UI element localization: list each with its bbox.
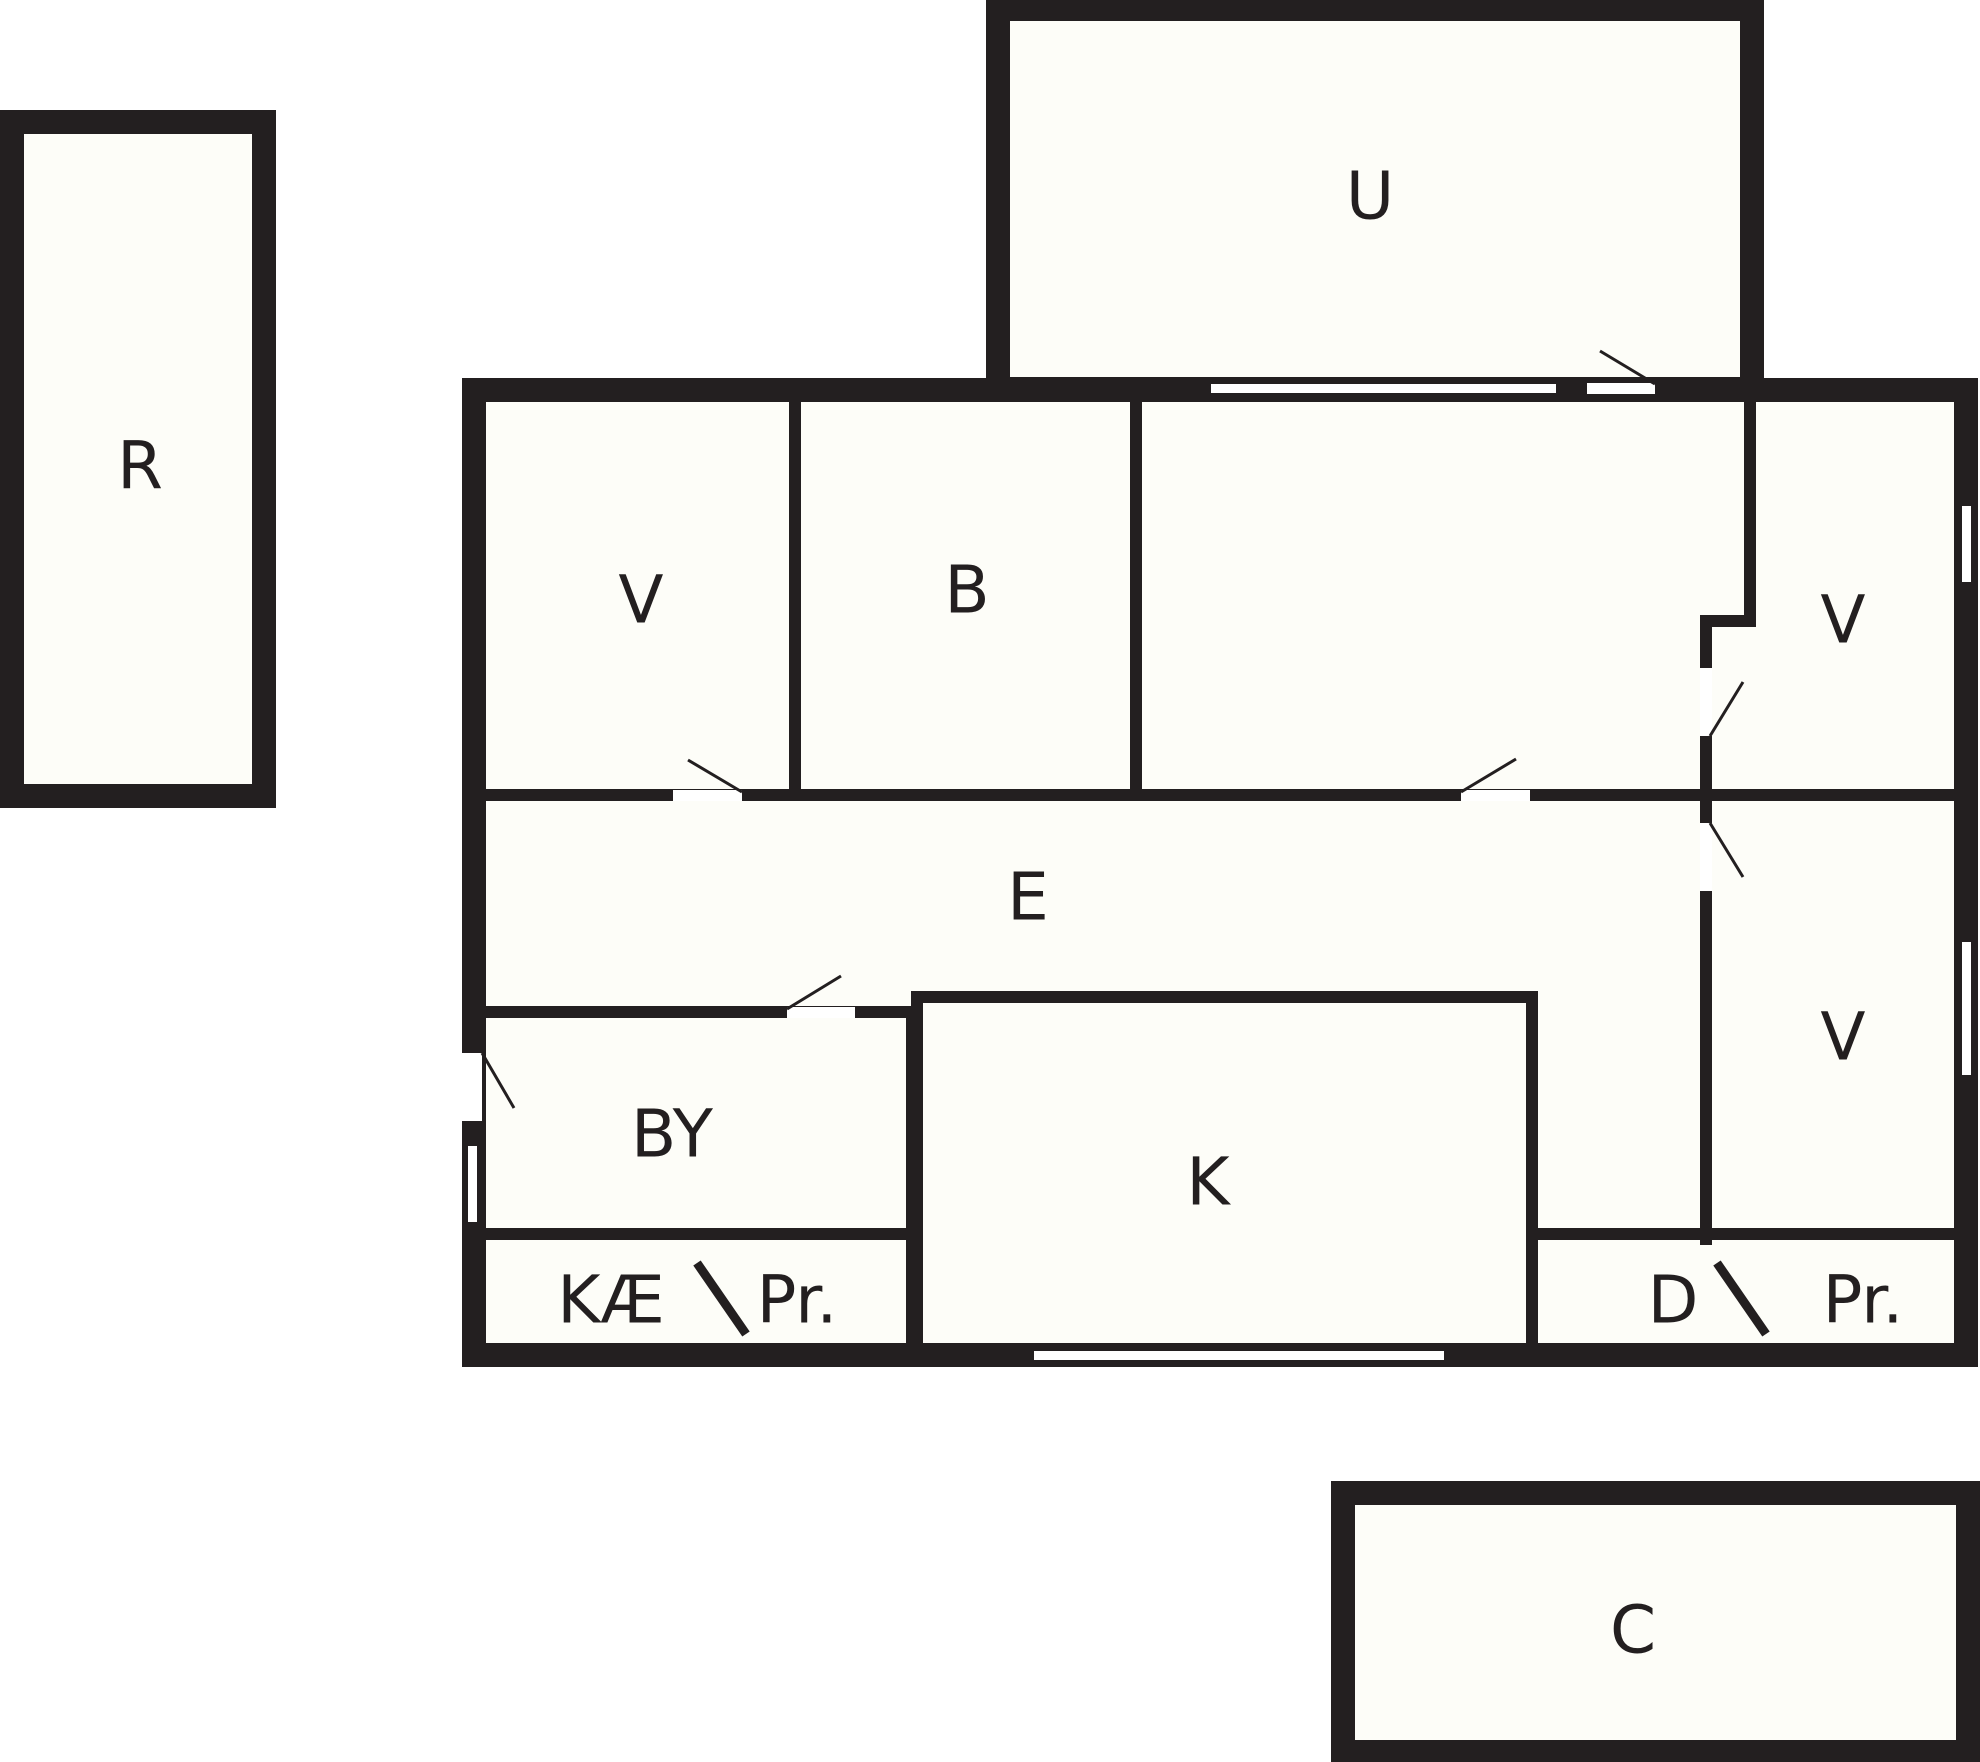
door-leaf-by [786, 974, 842, 1011]
gap-door-by-left [462, 1053, 482, 1121]
label-d: D [1648, 1262, 1699, 1339]
door-leaf-by-left [480, 1052, 516, 1109]
label-v-bottom-right: V [1820, 999, 1865, 1076]
door-leaf-v-right-bottom [1708, 822, 1745, 878]
label-by: BY [631, 1096, 714, 1173]
room-r [0, 110, 276, 808]
gap-door-v-left [673, 790, 742, 801]
separator-right [1713, 1260, 1770, 1337]
label-pr-left: Pr. [757, 1262, 838, 1339]
gap-door-v-right-top [1700, 668, 1712, 736]
door-gaps [462, 383, 1712, 1121]
label-separators [693, 1260, 1770, 1337]
separator-left [693, 1260, 750, 1337]
wall-right-wing [1700, 395, 1756, 1245]
room-labels: R U V B V E V BY K KÆ Pr. D Pr. C [117, 158, 1903, 1669]
label-pr-right: Pr. [1823, 1262, 1904, 1339]
windows [466, 382, 1973, 1362]
window-right-top [1960, 504, 1973, 584]
door-leaf-v-right-top [1708, 681, 1745, 737]
main-house-outline [462, 378, 1978, 1367]
label-v-top-left: V [618, 562, 663, 639]
label-c: C [1610, 1592, 1656, 1669]
door-leaf-v-left [687, 758, 743, 794]
gap-door-u [1587, 383, 1655, 394]
room-c [1331, 1481, 1980, 1762]
label-e: E [1007, 859, 1049, 936]
interior-walls [480, 395, 1960, 1350]
label-r: R [117, 428, 163, 505]
window-u-main [1209, 382, 1558, 395]
door-leaf-u [1599, 349, 1656, 386]
wall-kitchen [911, 991, 1538, 1350]
gap-door-living [1461, 790, 1530, 801]
label-k: K [1186, 1144, 1231, 1221]
label-v-top-right: V [1820, 582, 1865, 659]
label-u: U [1346, 158, 1394, 235]
door-leaf-living [1460, 757, 1517, 794]
gap-door-v-right-bottom [1700, 823, 1712, 891]
door-leaves [480, 349, 1745, 1109]
window-right-bottom [1960, 940, 1973, 1077]
label-b: B [944, 552, 989, 629]
window-kitchen-bottom [1032, 1349, 1446, 1362]
label-kae: KÆ [557, 1262, 665, 1339]
window-left-by [466, 1144, 479, 1224]
gap-door-by [787, 1007, 855, 1018]
